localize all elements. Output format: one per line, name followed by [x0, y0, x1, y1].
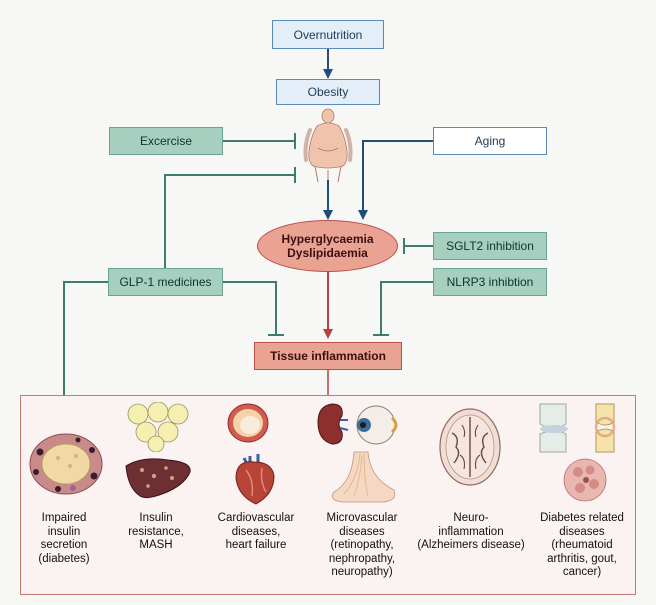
- overnutrition-node: Overnutrition: [272, 20, 384, 49]
- disease-line: Neuro-: [453, 512, 489, 524]
- disease-line: diseases: [339, 525, 385, 538]
- hyperglycaemia-dyslipidaemia-node: Hyperglycaemia Dyslipidaemia: [257, 220, 398, 272]
- pancreatic-islet-icon: [29, 433, 103, 495]
- hyperglycaemia-label: Hyperglycaemia: [281, 232, 374, 246]
- disease-line: Cardiovascular: [217, 512, 295, 524]
- inhibit-nlrp3-tissue: [373, 281, 433, 336]
- sglt2-inhibition-node: SGLT2 inhibition: [433, 232, 547, 260]
- nlrp3-inhibition-node: NLRP3 inhibtion: [433, 268, 547, 296]
- disease-line: Insulin: [139, 512, 173, 524]
- fatty-liver-icon: [125, 458, 191, 499]
- disease-line: (rheumatoid: [551, 539, 613, 551]
- disease-label-impaired-insulin-secretion: Impaired insulin secretion (diabetes): [24, 512, 104, 566]
- disease-line: MASH: [139, 539, 173, 551]
- inhibit-glp1-obesity: [164, 167, 296, 268]
- disease-line: neuropathy): [331, 566, 393, 578]
- finger-joint-icon: [594, 403, 616, 453]
- aging-node: Aging: [433, 127, 547, 155]
- inhibit-sglt2-hyperglycaemia: [403, 238, 433, 254]
- heart-icon: [235, 454, 275, 505]
- disease-line: Microvascular: [326, 512, 398, 524]
- artery-cross-section-icon: [227, 403, 269, 443]
- obesity-node: Obesity: [276, 79, 380, 105]
- disease-line: (Alzheimers disease): [417, 539, 525, 551]
- disease-line: (diabetes): [38, 552, 90, 565]
- obese-body-icon: [303, 108, 353, 182]
- disease-line: heart failure: [225, 539, 287, 551]
- disease-line: insulin: [47, 525, 81, 538]
- nerve-foot-icon: [331, 451, 396, 503]
- disease-line: diseases,: [231, 525, 281, 538]
- knee-joint-icon: [539, 403, 568, 453]
- disease-line: cancer): [562, 566, 602, 578]
- tissue-inflammation-node: Tissue inflammation: [254, 342, 402, 370]
- disease-line: secretion: [40, 539, 88, 551]
- disease-line: diseases: [559, 525, 605, 538]
- disease-line: Impaired: [41, 512, 87, 524]
- disease-label-cardiovascular: Cardiovascular diseases, heart failure: [204, 512, 308, 553]
- arrow-aging-hyperglycaemia: [358, 140, 433, 220]
- disease-line: arthritis, gout,: [547, 552, 617, 565]
- disease-line: (retinopathy,: [330, 539, 394, 551]
- disease-label-neuroinflammation: Neuro- inflammation (Alzheimers disease): [412, 512, 530, 553]
- disease-label-insulin-resistance: Insulin resistance, MASH: [114, 512, 198, 553]
- disease-line: Diabetes related: [540, 512, 624, 524]
- brain-icon: [439, 408, 501, 486]
- dyslipidaemia-label: Dyslipidaemia: [287, 246, 368, 260]
- disease-label-microvascular: Microvascular diseases (retinopathy, nep…: [314, 512, 410, 580]
- disease-line: inflammation: [438, 525, 504, 538]
- tumor-cells-icon: [563, 458, 607, 502]
- disease-line: resistance,: [128, 525, 184, 538]
- kidney-icon: [317, 403, 349, 445]
- adipocytes-icon: [127, 402, 189, 452]
- inhibit-exercise-obesity: [223, 133, 296, 149]
- inhibit-glp1-tissue: [223, 281, 284, 336]
- exercise-node: Excercise: [109, 127, 223, 155]
- eye-icon: [356, 405, 398, 445]
- glp1-medicines-node: GLP-1 medicines: [108, 268, 223, 296]
- disease-label-diabetes-related: Diabetes related diseases (rheumatoid ar…: [530, 512, 634, 580]
- disease-line: nephropathy,: [328, 552, 396, 565]
